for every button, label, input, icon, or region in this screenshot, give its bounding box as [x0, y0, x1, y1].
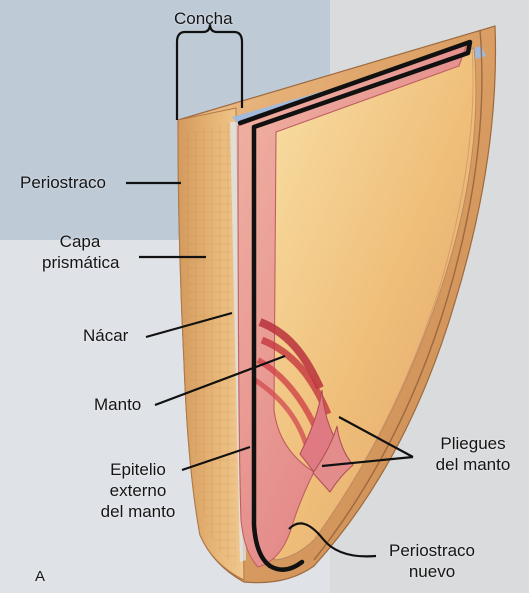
label-capa-line1: Capa: [42, 231, 118, 252]
label-manto: Manto: [94, 394, 141, 415]
label-capa-prismatica: Capa prismática: [42, 231, 118, 273]
label-epitelio-externo-del-manto: Epitelio externo del manto: [96, 459, 180, 522]
label-epitelio-line1: Epitelio: [96, 459, 180, 480]
label-pliegues-line2: del manto: [425, 454, 521, 475]
label-periostraco-nuevo-line1: Periostraco: [382, 540, 482, 561]
label-pliegues-del-manto: Pliegues del manto: [425, 433, 521, 475]
label-pliegues-line1: Pliegues: [425, 433, 521, 454]
label-periostraco-nuevo: Periostraco nuevo: [382, 540, 482, 582]
label-periostraco: Periostraco: [20, 172, 106, 193]
label-epitelio-line2: externo: [96, 480, 180, 501]
label-capa-line2: prismática: [42, 252, 118, 273]
label-nacar: Nácar: [83, 325, 128, 346]
label-periostraco-nuevo-line2: nuevo: [382, 561, 482, 582]
label-epitelio-line3: del manto: [96, 501, 180, 522]
label-concha: Concha: [174, 8, 233, 29]
figure-letter: A: [35, 566, 45, 587]
